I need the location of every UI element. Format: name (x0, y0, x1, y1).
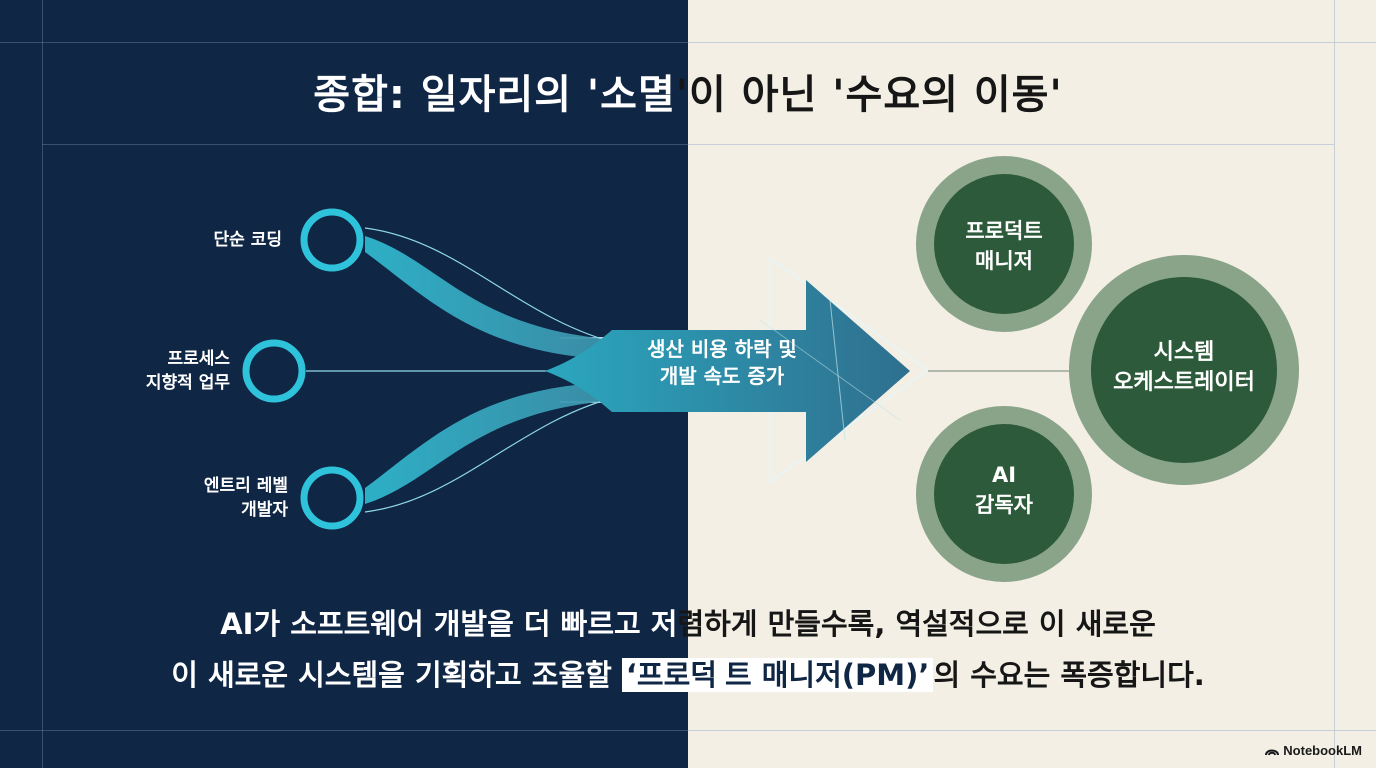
summary-line-2-left: 이 새로운 시스템을 기획하고 조율할 (171, 658, 622, 692)
brand-name: NotebookLM (1283, 743, 1362, 758)
target-node-circle (934, 174, 1074, 314)
summary-line-1-left: AI가 소프트웨어 개발을 더 빠르고 저 (220, 607, 678, 641)
arrow-detail-line (829, 299, 846, 441)
summary-line-1: AI가 소프트웨어 개발을 더 빠르고 저렴하게 만들수록, 역설적으로 이 새… (0, 601, 1376, 643)
summary-line-1-right: 렴하게 만들수록, 역설적으로 이 새로운 (677, 607, 1156, 641)
grid-line (688, 730, 1376, 731)
title-right-part: '이 아닌 '수요의 이동' (675, 72, 1063, 118)
grid-line (688, 144, 1334, 145)
stream-thin-bottom (364, 395, 621, 513)
source-node-circle (242, 339, 306, 403)
target-node-circle (934, 424, 1074, 564)
highlight-product-manager-right: 트 매니저(PM)’ (720, 658, 934, 692)
source-label-simple-coding: 단순 코딩 (213, 230, 282, 250)
arrow-detail-line (759, 319, 901, 421)
main-arrow (545, 280, 910, 462)
stream-top (365, 236, 620, 360)
grid-line (42, 144, 688, 145)
highlight-product-manager-left: ‘프로덕 (621, 658, 721, 692)
source-node-circle (300, 466, 364, 530)
stream-bottom (365, 382, 620, 504)
slide-title: 종합: 일자리의 '소멸'이 아닌 '수요의 이동' (0, 62, 1376, 120)
grid-line (1334, 0, 1335, 768)
target-label-product-manager: 프로덕트 매니저 (965, 219, 1043, 273)
grid-line (688, 42, 1376, 43)
summary-line-2-right: 의 수요는 폭증합니다. (933, 658, 1205, 692)
source-label-process-work: 프로세스 지향적 업무 (145, 349, 230, 393)
source-node-circle (300, 208, 364, 272)
notebooklm-logo-icon (1265, 749, 1280, 755)
grid-line (0, 42, 688, 43)
source-label-entry-developer: 엔트리 레벨 개발자 (203, 476, 288, 520)
notebooklm-brand: NotebookLM (1265, 743, 1362, 758)
target-label-system-orchestrator: 시스템 오케스트레이터 (1113, 340, 1255, 395)
target-label-ai-supervisor: AI 감독자 (975, 463, 1033, 517)
arrow-label: 생산 비용 하락 및 개발 속도 증가 (647, 337, 797, 388)
stream-thin-top (364, 227, 621, 345)
grid-line (0, 730, 688, 731)
title-left-part: 종합: 일자리의 '소멸 (313, 72, 676, 118)
grid-line (42, 0, 43, 768)
target-node-circle (1091, 277, 1277, 463)
